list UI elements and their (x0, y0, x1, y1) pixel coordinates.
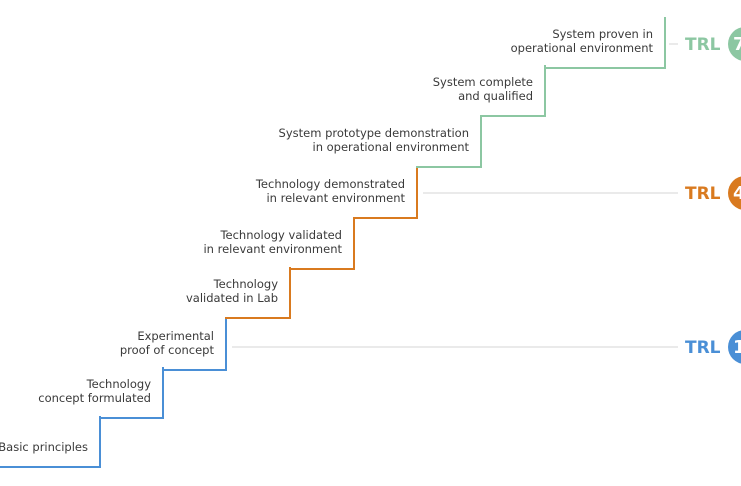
step-label-3-line-1: Experimental (137, 329, 214, 343)
trl-badge-1 (728, 330, 741, 364)
trl-label-1: TRL (685, 338, 721, 358)
step-label-3-line-2: proof of concept (120, 343, 215, 357)
step-label-5-line-1: Technology validated (219, 228, 342, 242)
trl-badge-number-1: 1-3 (733, 337, 741, 358)
step-label-6-line-2: in relevant environment (266, 191, 405, 205)
step-label-8-line-1: System complete (433, 75, 533, 89)
step-label-4-line-1: Technology (213, 277, 279, 291)
step-label-4-line-2: validated in Lab (186, 291, 278, 305)
trl-label-3: TRL (685, 35, 721, 55)
step-label-6-line-1: Technology demonstrated (255, 177, 405, 191)
step-label-9-line-1: System proven in (552, 27, 653, 41)
step-label-7-line-2: in operational environment (313, 140, 470, 154)
trl-badge-number-3: 7-9 (733, 34, 741, 55)
trl-badge-number-2: 4-6 (733, 183, 741, 204)
level-connectors (232, 43, 678, 348)
step-label-7-line-1: System prototype demonstration (279, 126, 469, 140)
step-label-1-line-1: Basic principles (0, 440, 88, 454)
step-label-2-line-2: concept formulated (38, 391, 151, 405)
step-label-8-line-2: and qualified (458, 89, 533, 103)
staircase (0, 17, 666, 468)
trl-badge-3 (728, 27, 741, 61)
trl-badge-2 (728, 176, 741, 210)
step-label-5-line-2: in relevant environment (203, 242, 342, 256)
trl-label-2: TRL (685, 184, 721, 204)
step-label-9-line-2: operational environment (511, 41, 654, 55)
step-label-2-line-1: Technology (86, 377, 152, 391)
